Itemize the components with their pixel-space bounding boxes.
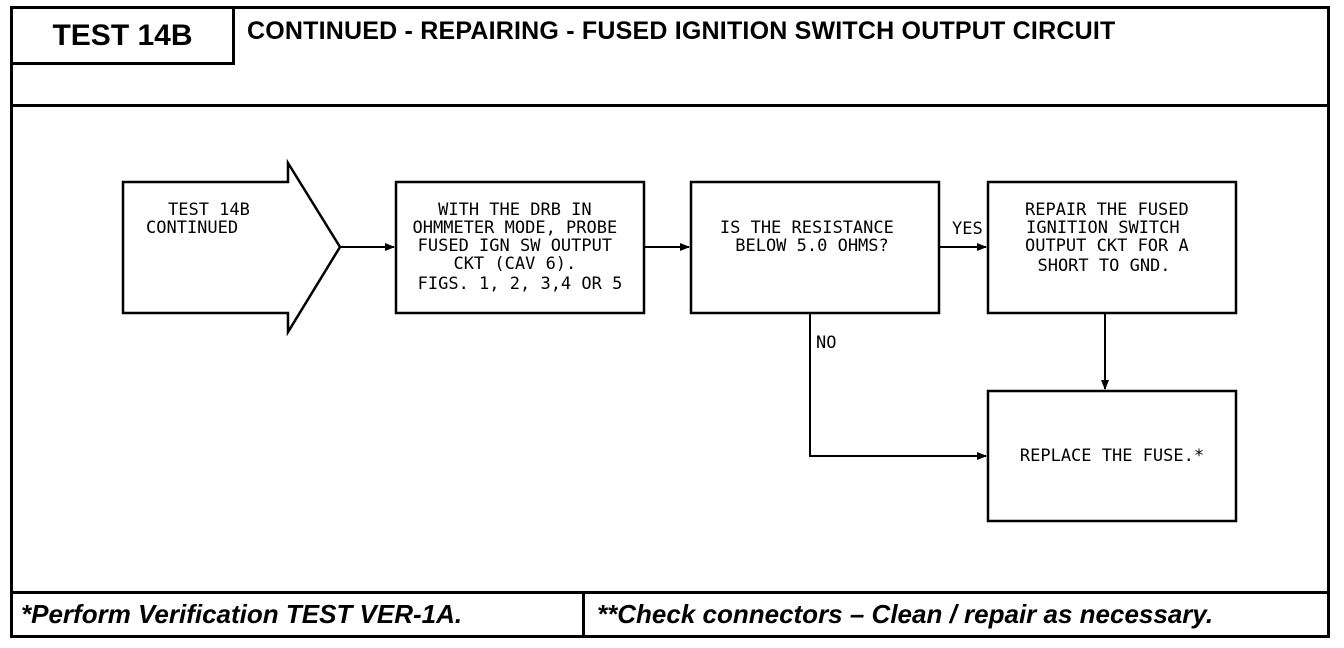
replace-line-1: REPLACE THE FUSE.* [1020,446,1204,466]
footer-verification-note: *Perform Verification TEST VER-1A. [13,594,585,635]
repair-text: REPAIR THE FUSED IGNITION SWITCH OUTPUT … [1025,200,1199,276]
probe-line-4: CKT (CAV 6). [453,254,576,274]
question-line-1: IS THE RESISTANCE [720,218,894,238]
probe-line-3: FUSED IGN SW OUTPUT [418,236,612,256]
repair-circuit-box [986,180,1238,315]
question-line-2: BELOW 5.0 OHMS? [735,236,889,256]
question-text: IS THE RESISTANCE BELOW 5.0 OHMS? [720,218,904,256]
page-title: CONTINUED - REPAIRING - FUSED IGNITION S… [247,17,1116,45]
start-arrow-shape [121,158,342,337]
header-row: TEST 14B CONTINUED - REPAIRING - FUSED I… [13,9,1327,107]
repair-line-2: IGNITION SWITCH [1026,218,1180,238]
repair-line-4: SHORT TO GND. [1037,256,1170,276]
repair-line-3: OUTPUT CKT FOR A [1025,236,1189,256]
replace-text: REPLACE THE FUSE.* [1020,446,1204,466]
page-frame: TEST 14B CONTINUED - REPAIRING - FUSED I… [10,6,1330,638]
test-number: TEST 14B [13,9,235,65]
arrow-no-to-replace [809,313,987,460]
no-label: NO [816,333,836,353]
start-line-1: TEST 14B [168,200,250,220]
replace-fuse-box [986,389,1238,523]
start-line-2: CONTINUED [146,218,238,238]
footer-row: *Perform Verification TEST VER-1A. **Che… [13,591,1327,635]
probe-line-5: FIGS. 1, 2, 3,4 OR 5 [418,274,623,294]
repair-line-1: REPAIR THE FUSED [1025,200,1189,220]
yes-label: YES [952,219,983,239]
start-text: TEST 14B CONTINUED [146,200,260,238]
footer-connectors-note: **Check connectors – Clean / repair as n… [597,599,1214,629]
probe-line-2: OHMMETER MODE, PROBE [413,218,618,238]
probe-step-text: WITH THE DRB IN OHMMETER MODE, PROBE FUS… [413,200,628,294]
probe-line-1: WITH THE DRB IN [438,200,592,220]
